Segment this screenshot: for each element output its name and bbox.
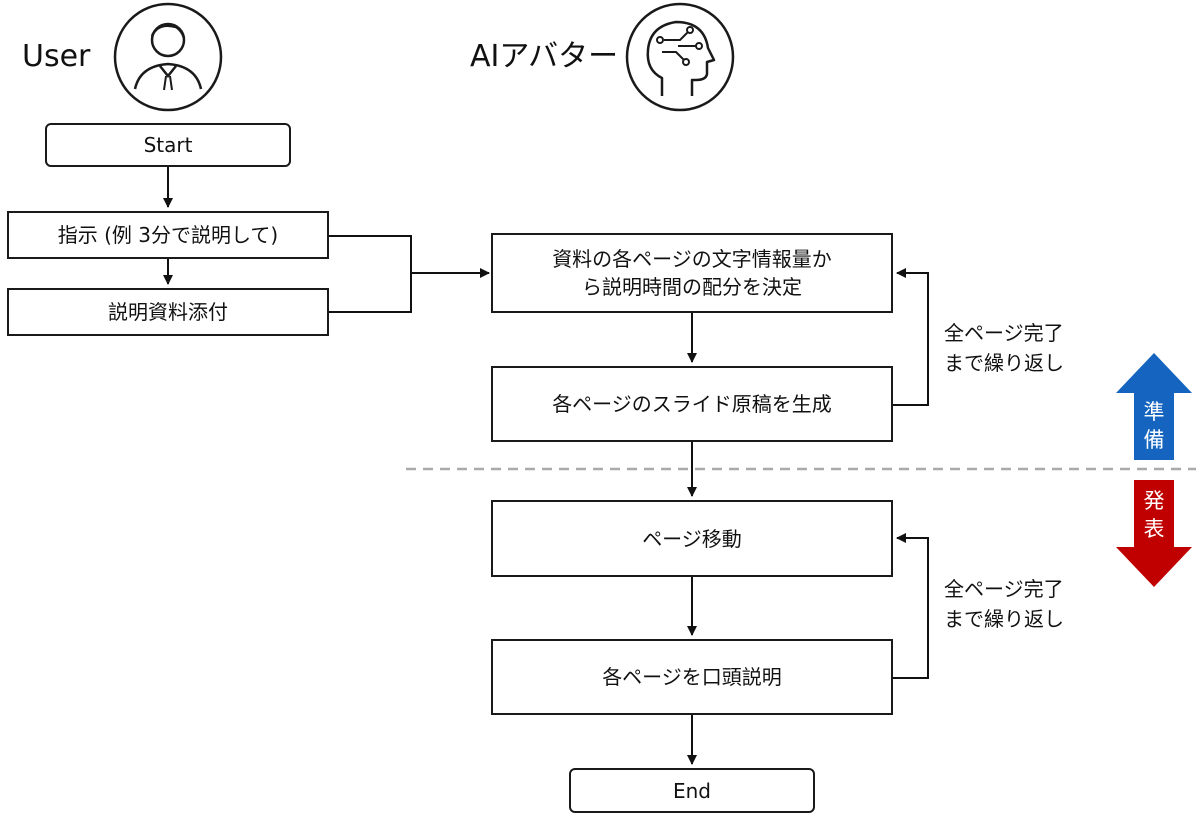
user-label: User (22, 39, 91, 74)
ai-avatar-label: AIアバター (470, 39, 619, 74)
present-loop-note: 全ページ完了 まで繰り返し (944, 574, 1064, 634)
attach-document-node: 説明資料添付 (7, 288, 329, 336)
prep-phase-char2: 備 (1143, 428, 1165, 452)
prep-phase-char1: 準 (1143, 400, 1165, 424)
generate-script-label: 各ページのスライド原稿を生成 (552, 392, 832, 416)
prep-phase-arrow (1116, 353, 1192, 460)
end-node: End (569, 768, 815, 813)
generate-script-node: 各ページのスライド原稿を生成 (491, 366, 893, 442)
oral-explanation-label: 各ページを口頭説明 (602, 665, 782, 689)
instruction-node: 指示 (例 3分で説明して) (7, 211, 329, 259)
loop-present-arrow (893, 533, 929, 679)
allocate-time-label-line2: ら説明時間の配分を決定 (582, 275, 802, 299)
start-node: Start (45, 123, 291, 167)
start-label: Start (143, 133, 193, 157)
oral-explanation-node: 各ページを口頭説明 (491, 639, 893, 715)
present-loop-note-line1: 全ページ完了 (944, 577, 1064, 601)
prep-phase-label: 準 備 (1134, 398, 1174, 454)
user-icon (113, 2, 223, 112)
move-page-node: ページ移動 (491, 500, 893, 577)
allocate-time-node: 資料の各ページの文字情報量か ら説明時間の配分を決定 (491, 233, 893, 313)
loop-prep-arrow (893, 268, 929, 406)
present-phase-arrow (1116, 480, 1192, 587)
present-phase-char2: 表 (1143, 517, 1165, 541)
end-label: End (672, 778, 711, 803)
instruction-label: 指示 (例 3分で説明して) (57, 223, 279, 247)
present-phase-label: 発 表 (1134, 487, 1174, 543)
merge-bracket (329, 235, 412, 313)
move-page-label: ページ移動 (642, 526, 742, 551)
attach-document-label: 説明資料添付 (108, 300, 228, 324)
present-loop-note-line2: まで繰り返し (944, 607, 1064, 631)
present-phase-char1: 発 (1143, 489, 1165, 513)
prep-loop-note-line2: まで繰り返し (944, 351, 1064, 375)
prep-loop-note: 全ページ完了 まで繰り返し (944, 318, 1064, 378)
allocate-time-label-line1: 資料の各ページの文字情報量か (552, 247, 832, 271)
ai-head-icon (625, 2, 735, 112)
prep-loop-note-line1: 全ページ完了 (944, 321, 1064, 345)
